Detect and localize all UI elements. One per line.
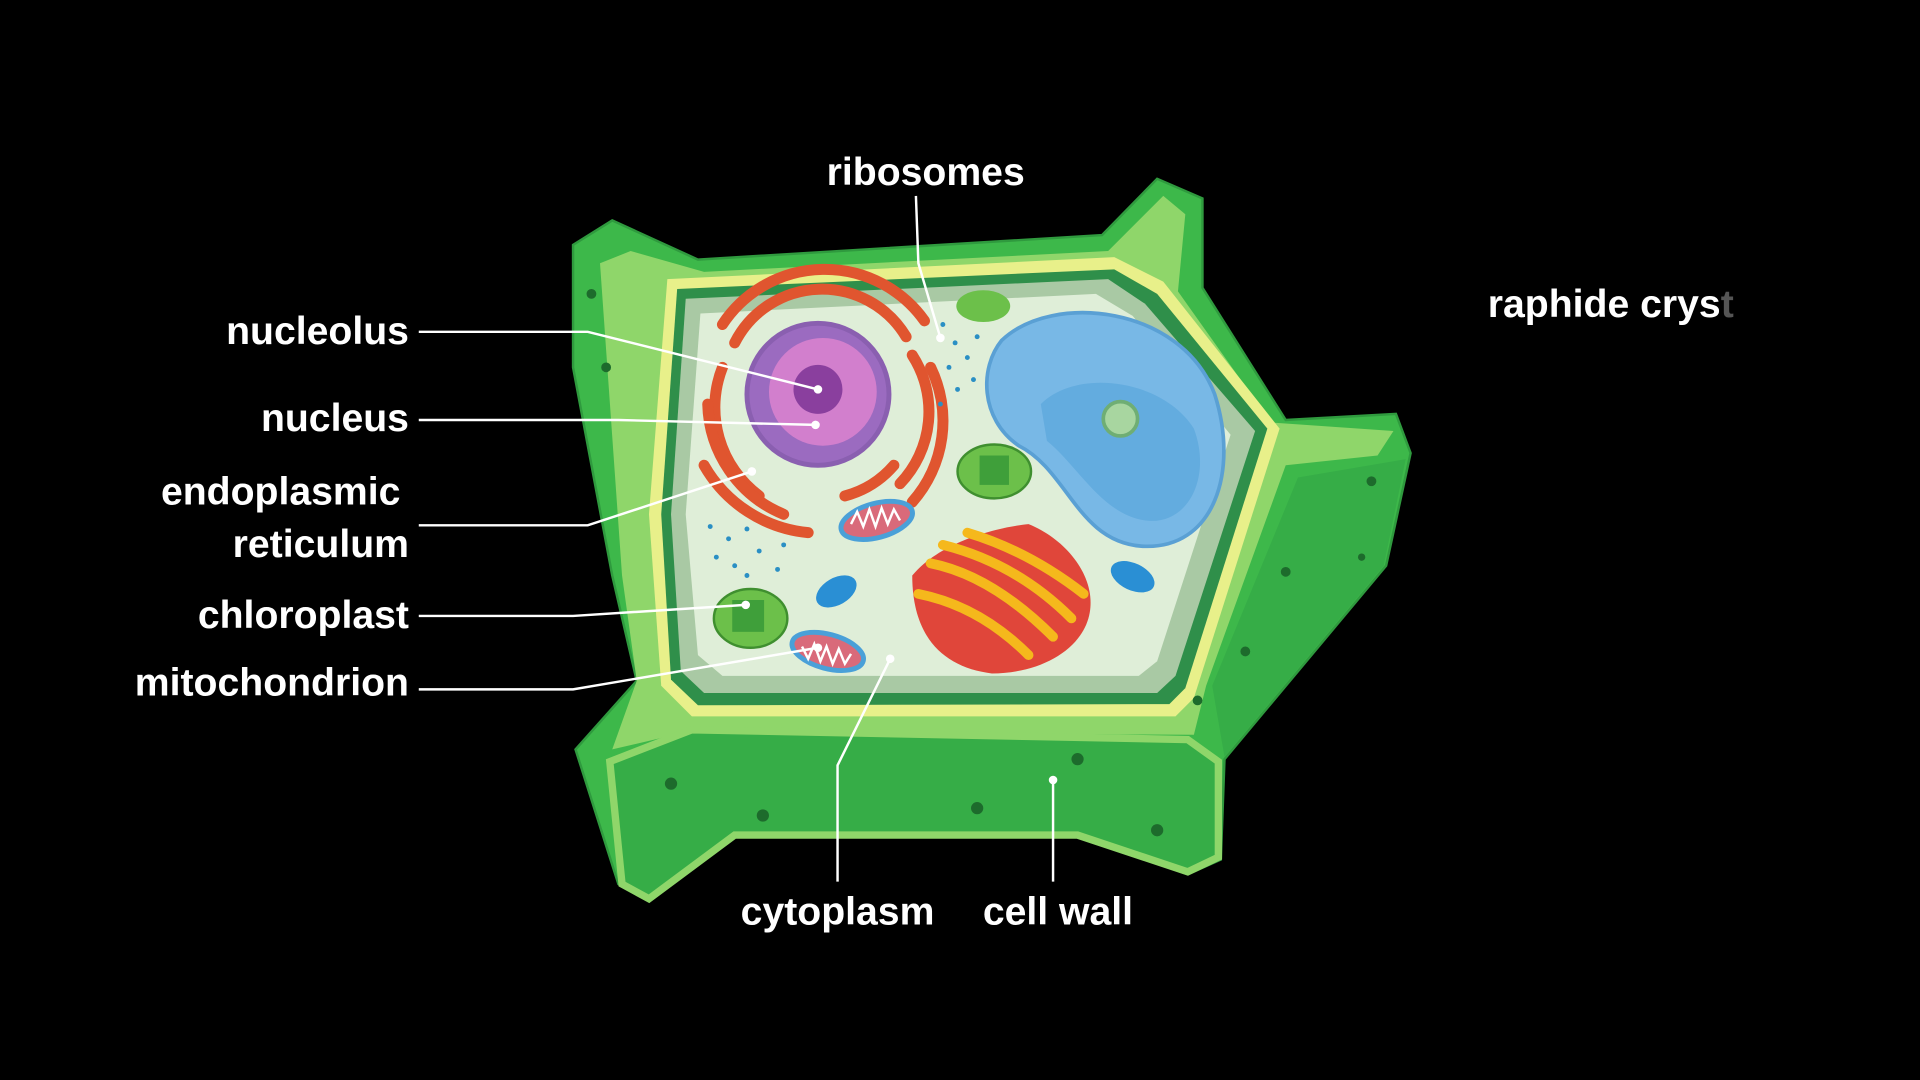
pointer-nucleolus (813, 385, 823, 394)
cell-wall-right-face (1212, 459, 1406, 757)
chloroplast-2 (712, 587, 789, 649)
golgi-cisternae (913, 527, 1089, 660)
pointer-cell-wall (1048, 775, 1058, 785)
pointer-ribosomes (936, 333, 945, 343)
leader-ribosomes (914, 195, 942, 339)
leader-chloroplast (418, 603, 746, 618)
blue-vesicle-2 (1110, 561, 1155, 593)
mitochondrion-2 (789, 629, 866, 673)
label-raphide-visible: raphide crys (1488, 283, 1721, 326)
label-chloroplast: chloroplast (198, 594, 409, 637)
label-reticulum: reticulum (233, 523, 409, 566)
small-plastid (956, 290, 1011, 323)
label-raphide-crystal: raphide cryst (1488, 283, 1734, 326)
pointer-er (747, 467, 757, 476)
cell-wall-pores (586, 288, 1377, 837)
label-ribosomes: ribosomes (827, 151, 1025, 194)
leader-nucleus (418, 418, 816, 427)
label-mitochondrion: mitochondrion (135, 662, 409, 705)
vacuole-inner (1040, 382, 1201, 521)
chloroplast-1 (956, 443, 1033, 500)
label-raphide-fading: t (1721, 283, 1734, 326)
leader-nucleolus (418, 330, 819, 391)
leader-er (418, 470, 753, 527)
leader-cytoplasm (836, 658, 892, 882)
leader-mitochondrion (418, 646, 819, 691)
leader-lines (418, 195, 1058, 882)
blue-vesicle-1 (816, 575, 857, 608)
label-nucleus: nucleus (261, 397, 409, 440)
label-endoplasmic: endoplasmic (161, 470, 400, 513)
pointer-cytoplasm (885, 654, 895, 664)
mitochondrion-1 (838, 498, 915, 542)
label-cell-wall: cell wall (983, 890, 1133, 933)
raphide-crystal-body (1101, 399, 1140, 438)
label-nucleolus: nucleolus (226, 310, 409, 353)
pointer-chloroplast (741, 600, 750, 610)
ribosome-dots (707, 322, 980, 578)
cell-wall-front (605, 726, 1223, 904)
label-cytoplasm: cytoplasm (741, 890, 935, 933)
pointer-nucleus (811, 420, 820, 430)
pointer-mitochondrion (813, 643, 823, 653)
